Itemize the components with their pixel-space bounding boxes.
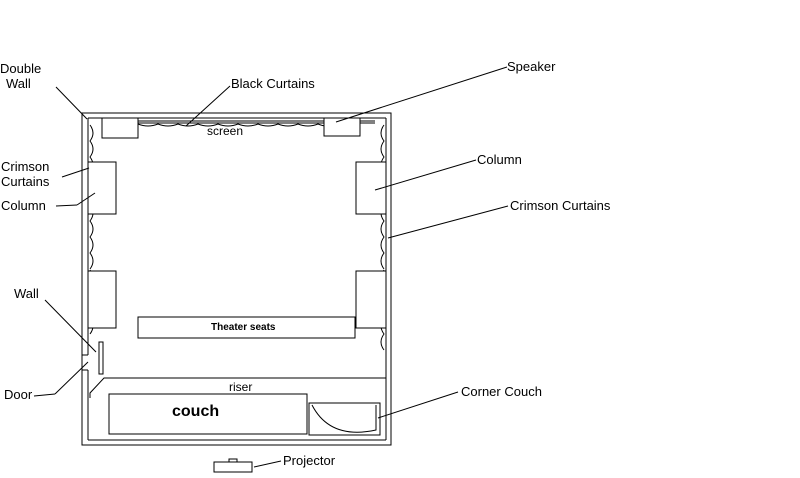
leader-crimson-curtains-right bbox=[387, 205, 509, 239]
label-screen: screen bbox=[207, 124, 243, 138]
column-left-upper bbox=[87, 161, 117, 215]
corner-couch bbox=[308, 402, 381, 436]
screen-curtain-folds bbox=[137, 123, 331, 127]
column-left-lower bbox=[87, 270, 117, 329]
leader-wall bbox=[44, 299, 97, 353]
couch bbox=[108, 393, 308, 435]
label-projector: Projector bbox=[283, 453, 336, 468]
column-right-lower bbox=[355, 270, 387, 329]
speaker-right bbox=[323, 117, 361, 137]
label-riser: riser bbox=[229, 380, 252, 394]
corner-couch-curve bbox=[311, 404, 377, 433]
label-column-left: Column bbox=[1, 198, 46, 213]
label-double-wall-line1: Double bbox=[0, 61, 41, 76]
label-speaker: Speaker bbox=[507, 59, 556, 74]
leader-column-left-b bbox=[76, 192, 96, 206]
label-couch: couch bbox=[172, 403, 219, 420]
label-column-right: Column bbox=[477, 152, 522, 167]
leader-corner-couch bbox=[377, 391, 459, 419]
riser bbox=[89, 377, 386, 398]
leader-double-wall bbox=[55, 86, 88, 120]
label-wall: Wall bbox=[14, 286, 39, 301]
leader-door-b bbox=[54, 361, 89, 395]
label-crimson-curtains-left-line1: Crimson bbox=[1, 159, 49, 174]
leader-speaker bbox=[335, 66, 508, 123]
label-corner-couch: Corner Couch bbox=[461, 384, 542, 399]
leader-black-curtains bbox=[185, 85, 231, 127]
label-double-wall-line2: Wall bbox=[6, 76, 31, 91]
label-theater-seats: Theater seats bbox=[211, 322, 276, 333]
label-crimson-curtains-left-line2: Curtains bbox=[1, 174, 50, 189]
leader-door-a bbox=[33, 393, 56, 397]
label-door: Door bbox=[4, 387, 33, 402]
leader-projector bbox=[253, 460, 282, 468]
outer-wall bbox=[81, 112, 392, 446]
label-black-curtains: Black Curtains bbox=[231, 76, 315, 91]
door bbox=[98, 341, 104, 375]
speaker-left bbox=[101, 117, 139, 139]
leader-column-right bbox=[374, 159, 477, 191]
label-crimson-curtains-right: Crimson Curtains bbox=[510, 198, 611, 213]
projector bbox=[213, 461, 253, 473]
projector-lens bbox=[228, 458, 238, 463]
leader-crimson-curtains-left bbox=[61, 167, 90, 178]
leader-column-left-a bbox=[55, 204, 78, 207]
theater-seats bbox=[137, 316, 356, 339]
